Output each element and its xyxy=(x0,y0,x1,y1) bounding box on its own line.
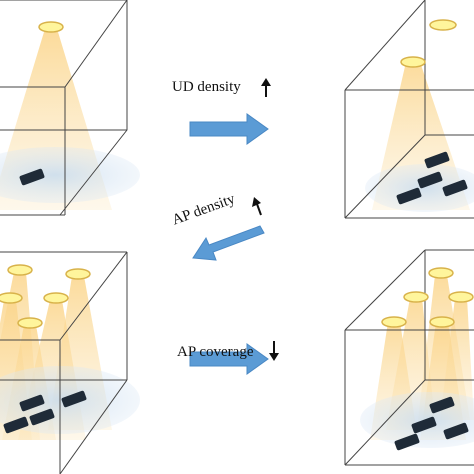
access-point-icon xyxy=(65,268,91,280)
phone-icon xyxy=(429,396,455,414)
phone-icon xyxy=(442,179,468,197)
floor-coverage-area xyxy=(365,164,474,212)
access-point-icon xyxy=(381,316,407,328)
phone-icon xyxy=(19,394,45,412)
phone-icon xyxy=(411,416,437,434)
access-point-icon xyxy=(7,264,33,276)
room-edges xyxy=(0,251,128,474)
room-bottom-left xyxy=(0,251,140,474)
room-top-left xyxy=(0,0,140,216)
phone-icon xyxy=(19,168,45,186)
phone-icon xyxy=(443,422,469,440)
access-point-icon xyxy=(38,21,64,33)
access-point-icon xyxy=(0,292,23,304)
phone-icon xyxy=(424,151,450,169)
access-point-icon xyxy=(428,267,454,279)
ud-density-label: UD density xyxy=(172,79,241,95)
access-point-icon xyxy=(17,317,43,329)
ap-density-arrow xyxy=(192,225,265,261)
room-bottom-right xyxy=(344,249,474,466)
access-point-icon xyxy=(429,316,455,328)
ap-coverage-label: AP coverage xyxy=(177,344,254,360)
ud-density-arrow xyxy=(189,113,269,145)
ap-coverage-arrow xyxy=(189,343,269,375)
increase-arrow-icon xyxy=(261,78,271,97)
decrease-arrow-icon xyxy=(269,341,279,361)
access-point-icon xyxy=(448,291,474,303)
increase-arrow-icon xyxy=(252,197,262,216)
phone-icon xyxy=(417,171,443,189)
access-point-icon xyxy=(429,19,457,31)
phone-icon xyxy=(3,416,29,434)
room-edges xyxy=(344,249,474,466)
room-top-right xyxy=(344,0,474,219)
phone-icon xyxy=(396,187,422,205)
access-point-icon xyxy=(403,291,429,303)
phone-icon xyxy=(29,408,55,426)
phone-icon xyxy=(61,390,87,408)
access-point-icon xyxy=(400,56,426,68)
access-point-icon xyxy=(43,292,69,304)
floor-coverage-area xyxy=(0,147,140,203)
room-edges xyxy=(344,0,474,219)
room-edges xyxy=(0,0,128,216)
phone-icon xyxy=(394,433,420,451)
